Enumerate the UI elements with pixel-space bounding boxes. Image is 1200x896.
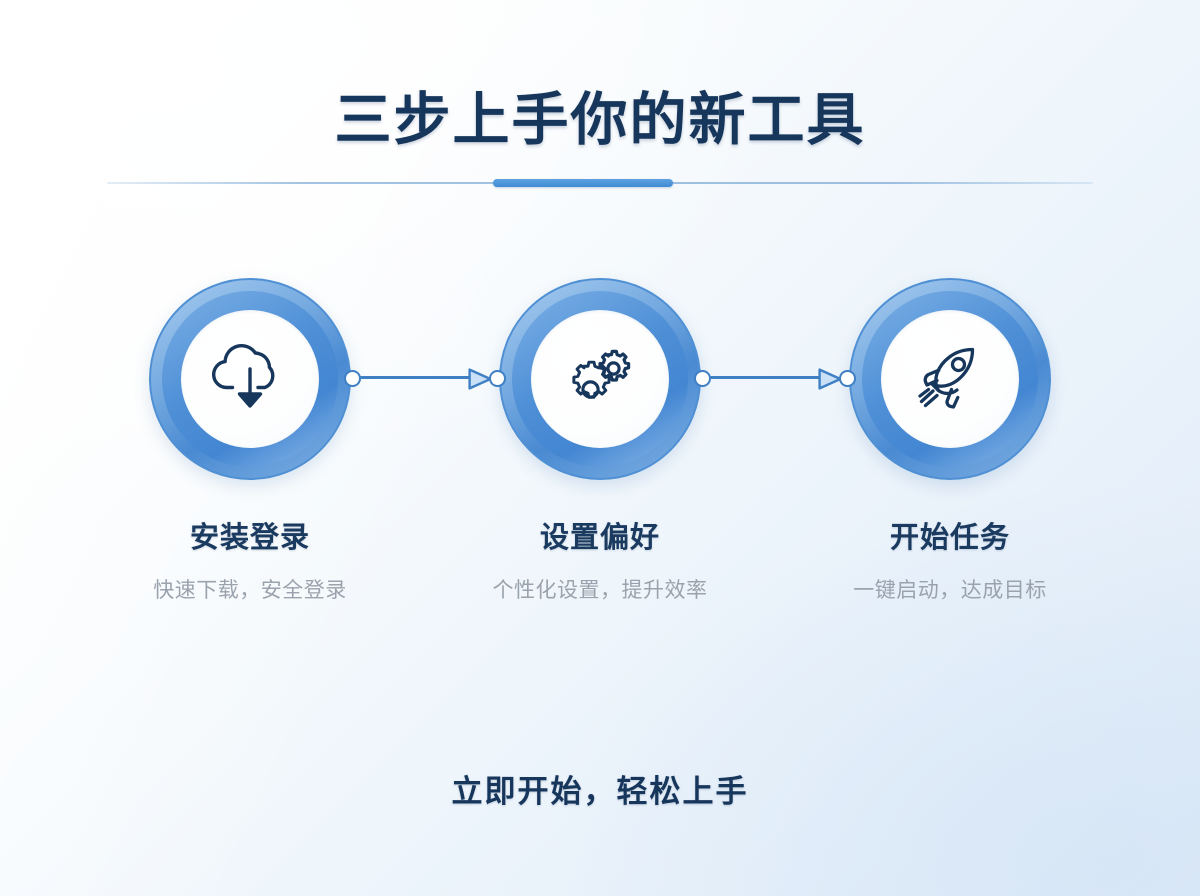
step-3-description: 一键启动，达成目标 <box>853 579 1047 602</box>
page-title: 三步上手你的新工具 <box>334 88 866 152</box>
step-1-description: 快速下载，安全登录 <box>153 579 347 602</box>
connector-2-line <box>710 376 822 379</box>
connector-step1-step2 <box>344 368 506 390</box>
title-divider <box>107 178 1093 188</box>
footer-cta-text: 立即开始，轻松上手 <box>451 774 749 809</box>
step-2-title: 设置偏好 <box>539 522 660 554</box>
step-item-3[interactable]: 开始任务 一键启动，达成目标 <box>800 278 1100 604</box>
rocket-icon <box>918 347 975 409</box>
step-3-title: 开始任务 <box>889 522 1010 554</box>
divider-accent-bar <box>493 179 673 187</box>
step-2-circle <box>499 278 701 480</box>
step-1-circle <box>149 278 351 480</box>
connector-1-end-dot <box>489 370 506 387</box>
step-1-title: 安装登录 <box>189 522 310 554</box>
step-1-icon-well <box>181 310 319 448</box>
connector-2-end-dot <box>839 370 856 387</box>
cloud-download-icon <box>212 343 275 408</box>
connector-1-start-dot <box>344 370 361 387</box>
connector-step2-step3 <box>694 368 856 390</box>
step-3-circle <box>849 278 1051 480</box>
connector-1-line <box>360 376 472 379</box>
step-item-1[interactable]: 安装登录 快速下载，安全登录 <box>100 278 400 604</box>
connector-2-start-dot <box>694 370 711 387</box>
step-item-2[interactable]: 设置偏好 个性化设置，提升效率 <box>450 278 750 604</box>
step-2-icon-well <box>531 310 669 448</box>
step-3-icon-well <box>881 310 1019 448</box>
steps-row: 安装登录 快速下载，安全登录 <box>0 278 1200 618</box>
step-2-description: 个性化设置，提升效率 <box>492 579 708 602</box>
gears-icon <box>572 349 631 399</box>
